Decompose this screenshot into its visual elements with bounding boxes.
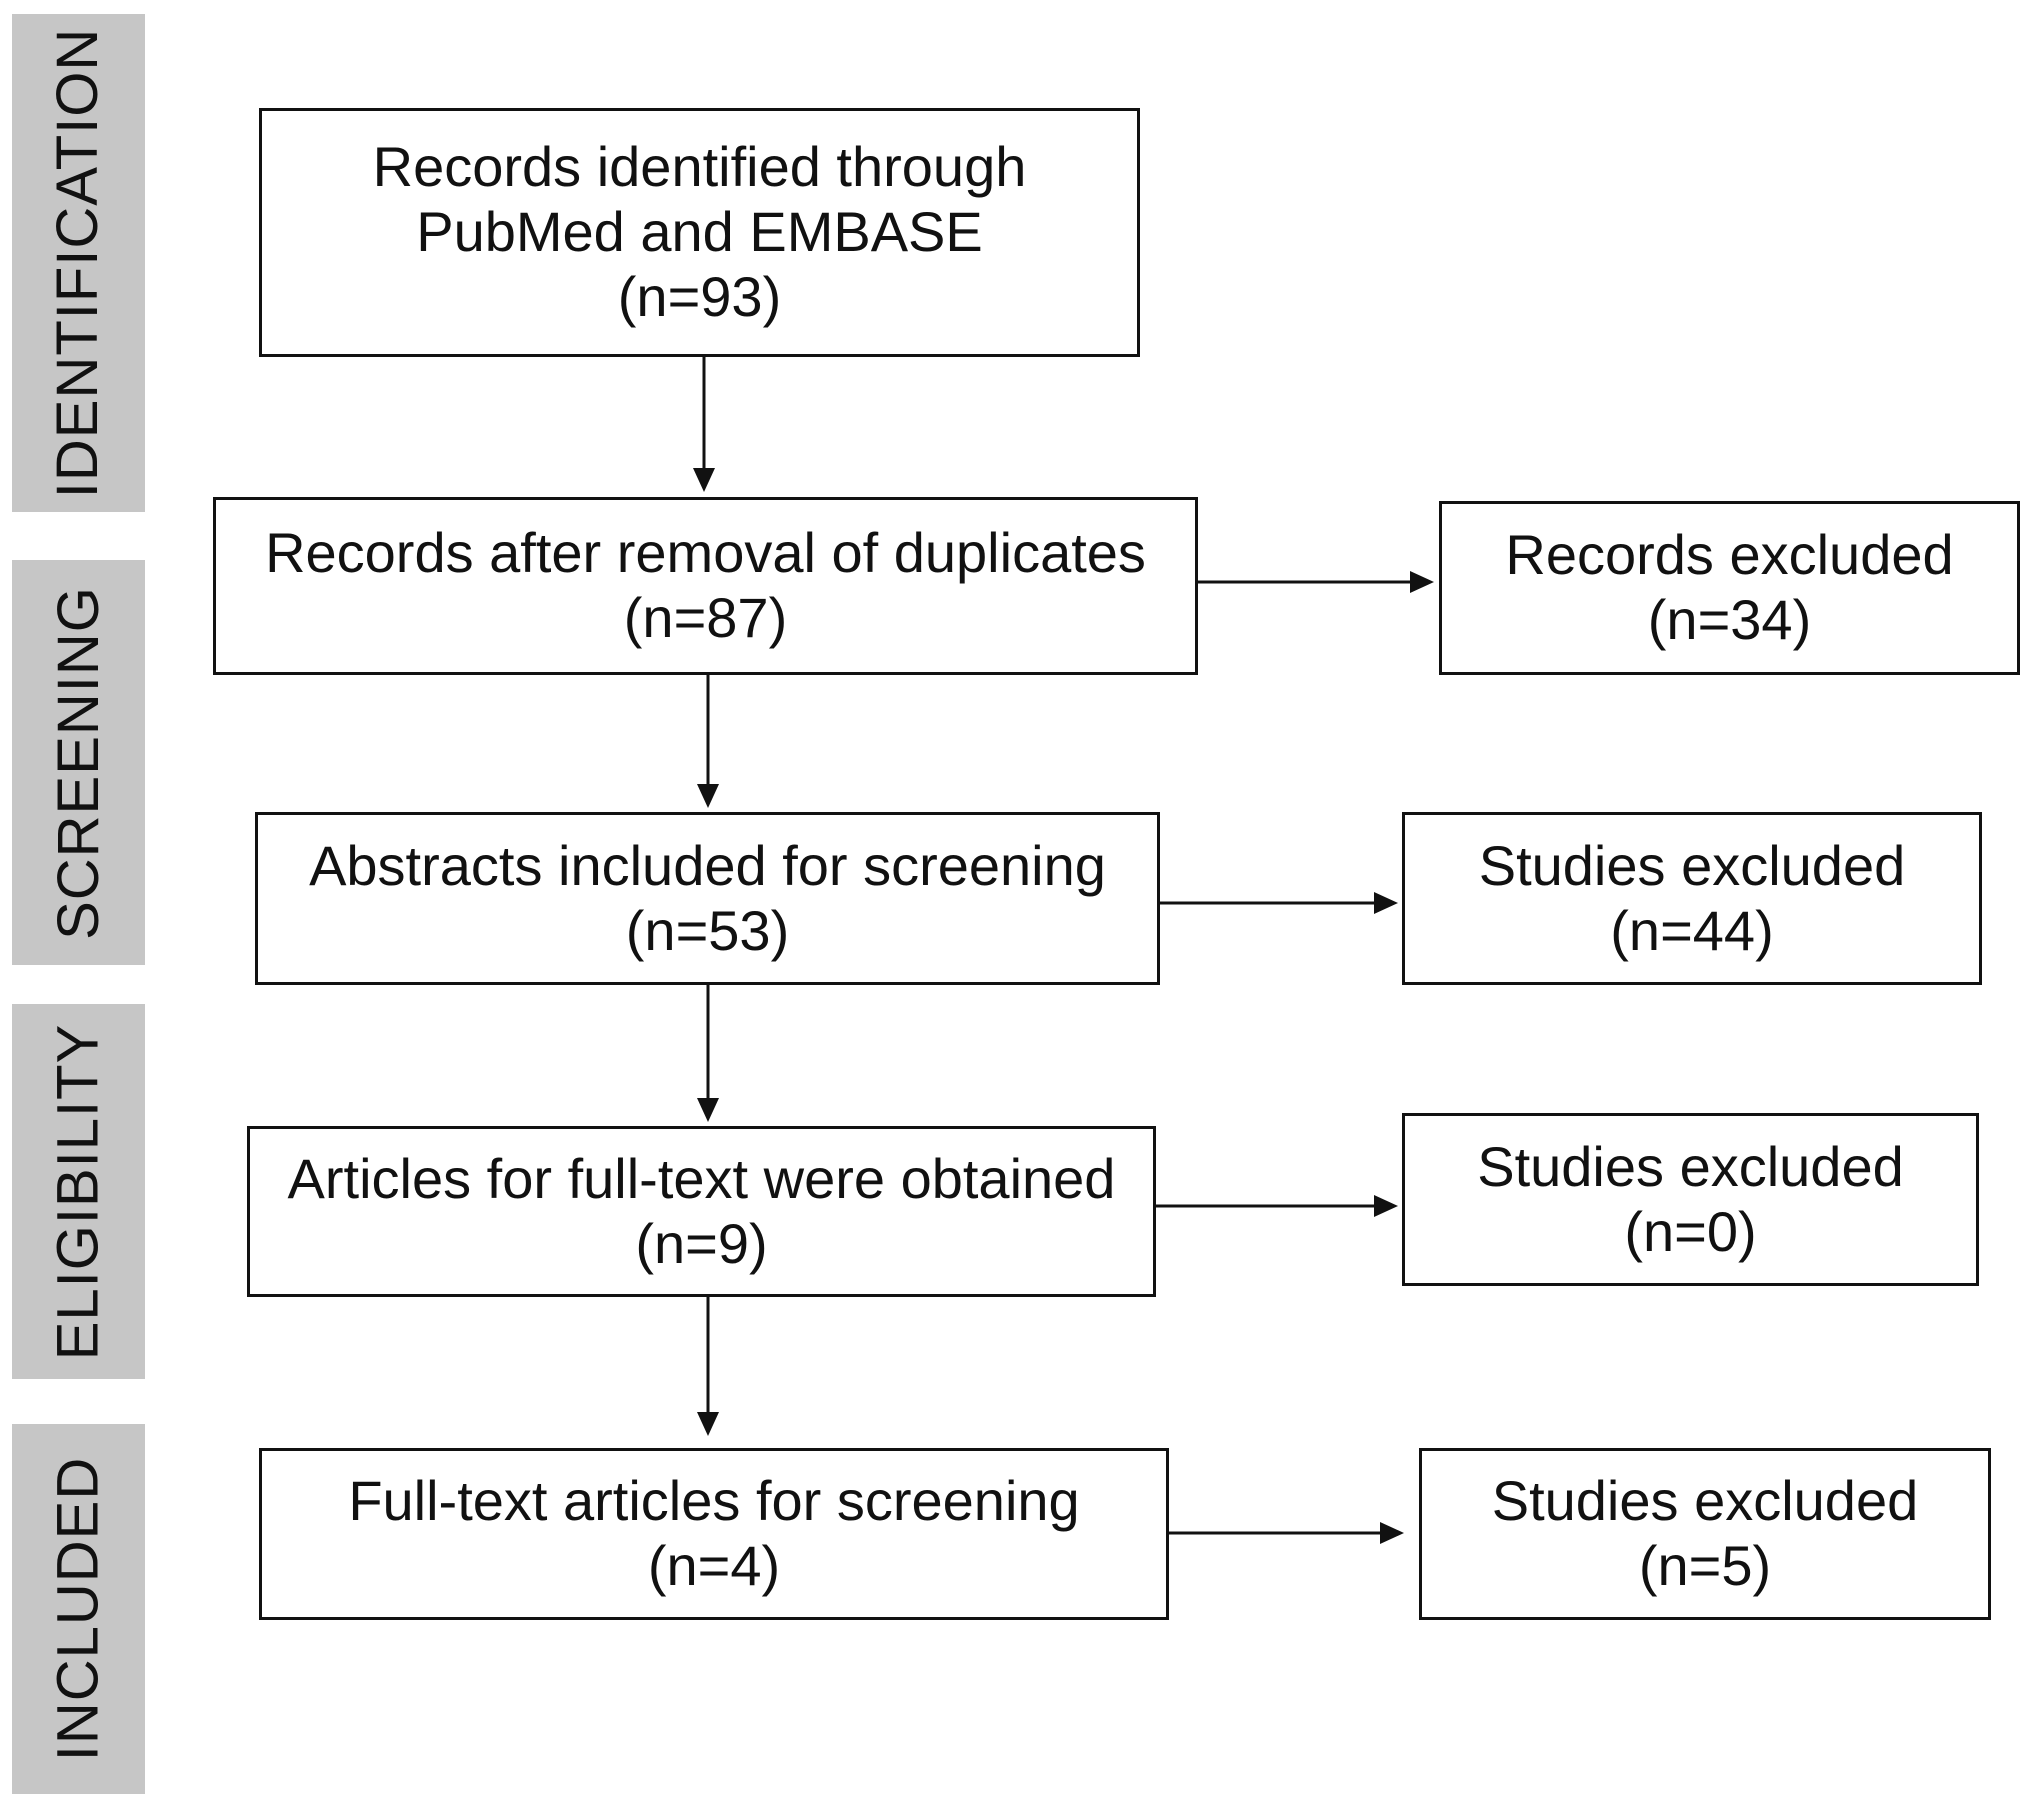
after-duplicates-line1: Records after removal of duplicates	[265, 521, 1146, 585]
phase-included: INCLUDED	[12, 1424, 145, 1794]
box-studies-excluded-included: Studies excluded (n=5)	[1419, 1448, 1991, 1620]
full-text-screening-count: (n=4)	[647, 1534, 781, 1597]
studies-excluded-abstracts-line1: Studies excluded	[1478, 833, 1906, 897]
studies-excluded-full-text-count: (n=0)	[1624, 1199, 1757, 1263]
studies-excluded-abstracts-count: (n=44)	[1610, 898, 1774, 962]
arrow-to-studies-excluded-included	[1168, 1522, 1404, 1544]
phase-included-label: INCLUDED	[45, 1456, 111, 1762]
records-identified-line2: PubMed and EMBASE	[416, 200, 983, 264]
studies-excluded-full-text-line1: Studies excluded	[1477, 1134, 1904, 1198]
full-text-obtained-count: (n=9)	[635, 1211, 768, 1275]
box-full-text-screening: Full-text articles for screening (n=4)	[259, 1448, 1169, 1620]
box-records-excluded: Records excluded (n=34)	[1439, 501, 2020, 675]
arrow-abstracts-to-full-text-obtained	[697, 985, 719, 1122]
arrow-to-records-excluded	[1197, 571, 1434, 593]
phase-eligibility-label: ELIGIBILITY	[45, 1023, 111, 1360]
studies-excluded-included-line1: Studies excluded	[1491, 1469, 1919, 1533]
records-identified-count: (n=93)	[617, 264, 782, 328]
records-excluded-count: (n=34)	[1647, 588, 1812, 651]
arrow-full-text-obtained-to-screening	[697, 1297, 719, 1436]
phase-eligibility: ELIGIBILITY	[12, 1004, 145, 1379]
arrow-to-studies-excluded-full-text	[1155, 1195, 1398, 1217]
arrow-after-duplicates-to-abstracts	[697, 675, 719, 808]
phase-screening: SCREENING	[12, 560, 145, 965]
full-text-screening-line1: Full-text articles for screening	[348, 1469, 1080, 1533]
phase-screening-label: SCREENING	[45, 585, 111, 940]
records-excluded-line1: Records excluded	[1505, 523, 1954, 587]
box-studies-excluded-abstracts: Studies excluded (n=44)	[1402, 812, 1982, 985]
box-records-identified: Records identified through PubMed and EM…	[259, 108, 1140, 357]
box-studies-excluded-full-text: Studies excluded (n=0)	[1402, 1113, 1979, 1286]
abstracts-included-count: (n=53)	[625, 898, 790, 962]
box-articles-full-text-obtained: Articles for full-text were obtained (n=…	[247, 1126, 1156, 1297]
studies-excluded-included-count: (n=5)	[1638, 1534, 1772, 1597]
records-identified-line1: Records identified through	[372, 135, 1027, 199]
arrow-to-studies-excluded-abstracts	[1159, 892, 1398, 914]
abstracts-included-line1: Abstracts included for screening	[309, 833, 1106, 897]
box-abstracts-included: Abstracts included for screening (n=53)	[255, 812, 1160, 985]
box-records-after-duplicates: Records after removal of duplicates (n=8…	[213, 497, 1198, 675]
full-text-obtained-line1: Articles for full-text were obtained	[287, 1146, 1116, 1210]
phase-identification-label: IDENTIFICATION	[45, 27, 111, 499]
phase-identification: IDENTIFICATION	[12, 14, 145, 512]
arrow-identified-to-after-duplicates	[693, 357, 715, 492]
after-duplicates-count: (n=87)	[623, 586, 788, 649]
